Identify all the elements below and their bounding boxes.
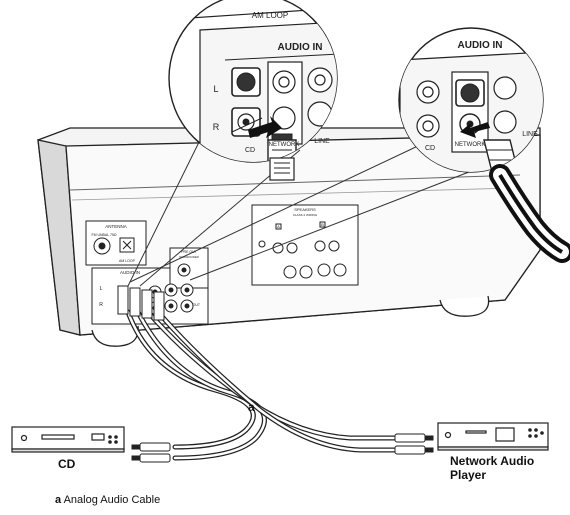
cable-marker: a — [248, 400, 255, 414]
audio-in-label: AUDIO IN — [120, 270, 140, 275]
fm-label: FM UNBAL 75Ω — [91, 233, 116, 237]
speakers-section — [251, 204, 359, 286]
player-plugs — [394, 433, 434, 455]
cable-large — [489, 164, 570, 263]
receiver-plugs — [117, 285, 165, 321]
insert-arrow-right — [460, 122, 490, 138]
player-device-label-line1: Network Audio — [450, 454, 535, 468]
subwoofer-label: SUBWOOFER — [179, 255, 200, 259]
player-device-label-line2: Player — [450, 468, 487, 482]
zoom-left-line: LINE — [314, 138, 330, 145]
zoom-left-am-loop: AM LOOP — [252, 11, 288, 20]
legend-key: a — [55, 494, 62, 506]
insert-arrow-left — [248, 116, 282, 138]
network-audio-player — [437, 422, 549, 451]
pre-out-label: PRE OUT — [181, 250, 197, 254]
panel-r-label: R — [99, 302, 103, 308]
antenna-section — [85, 220, 147, 266]
zoom-left-l: L — [213, 84, 218, 94]
am-loop-label: AM LOOP — [119, 259, 136, 263]
cd-player — [11, 426, 125, 453]
zoom-left-r: R — [213, 122, 220, 132]
zoom-right-audio-in: AUDIO IN — [458, 40, 503, 51]
speaker-b-label: B — [321, 222, 324, 227]
antenna-label: ANTENNA — [105, 224, 127, 229]
zoom-right-network: NETWORK — [455, 142, 486, 148]
cd-device-label: CD — [58, 457, 76, 471]
cd-plugs — [131, 442, 171, 463]
cable-stem-left — [269, 157, 295, 181]
zoom-right-cd: CD — [425, 145, 435, 152]
zoom-left-network: NETWORK — [269, 142, 300, 148]
speakers-sub-label: CLASS 2 WIRING — [293, 213, 318, 217]
zoom-left-cd: CD — [245, 147, 255, 154]
zoom-left-audio-in: AUDIO IN — [278, 42, 323, 53]
speakers-label: SPEAKERS — [294, 207, 316, 212]
speaker-a-label: A — [277, 224, 280, 229]
zoom-right-line: LINE — [522, 131, 538, 138]
legend: a Analog Audio Cable — [55, 494, 160, 506]
panel-l-label: L — [100, 286, 103, 292]
audio-cables — [125, 309, 398, 461]
zoom-circle-right — [398, 27, 544, 173]
legend-text: Analog Audio Cable — [63, 494, 161, 506]
